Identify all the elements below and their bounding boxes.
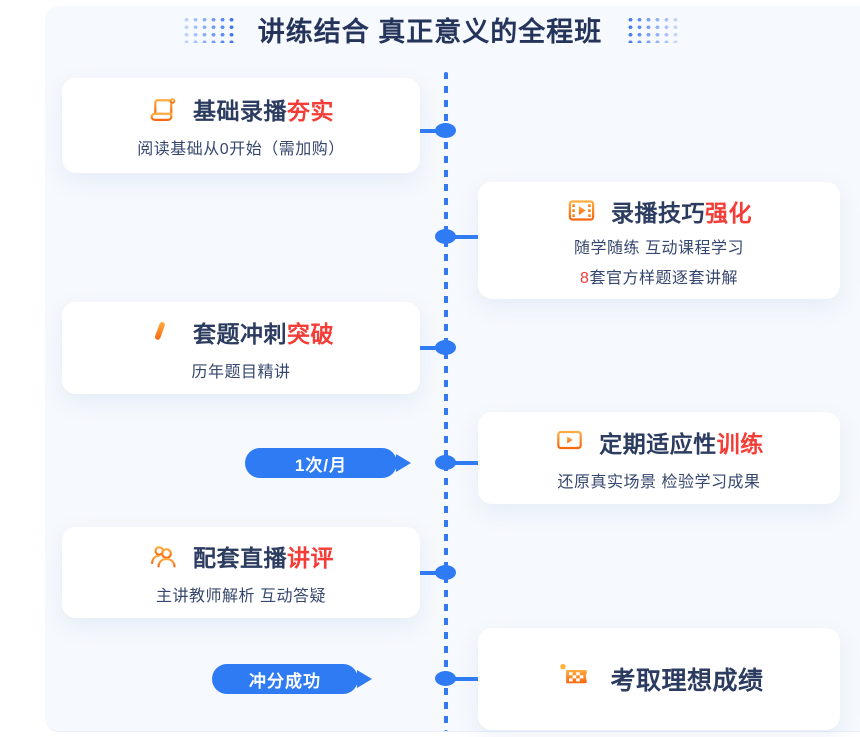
step-title-row: 定期适应性训练: [554, 425, 764, 459]
pen-list-icon: [148, 316, 179, 347]
subtitle-rest: 套官方样题逐套讲解: [589, 269, 738, 287]
step-title-accent: 夯实: [287, 98, 334, 124]
step-title: 考取理想成绩: [610, 661, 763, 697]
connector-step-6: [450, 677, 480, 681]
step-title-row: 录播技巧强化: [566, 194, 752, 228]
step-title-row: 配套直播讲评: [148, 539, 334, 573]
step-title-main: 配套直播: [193, 545, 287, 571]
step-subtitle: 主讲教师解析 互动答疑: [156, 588, 326, 605]
success-badge: 冲分成功: [212, 664, 358, 694]
step-title-accent: 训练: [716, 430, 764, 457]
step-card-recording-skills: 录播技巧强化 随学随练 互动课程学习 8套官方样题逐套讲解: [478, 182, 840, 299]
step-subtitle: 随学随练 互动课程学习: [574, 239, 744, 257]
step-title-main: 套题冲刺: [193, 320, 287, 347]
step-title-accent: 强化: [705, 199, 752, 226]
header: 讲练结合 真正意义的全程班: [0, 10, 860, 49]
timeline-dashed-line: [444, 72, 448, 731]
timeline-node-6: [435, 671, 456, 686]
step-card-ideal-score: 考取理想成绩: [478, 628, 840, 730]
step-title-row: 基础录播夯实: [148, 92, 334, 126]
connector-step-4: [450, 461, 480, 465]
step-card-basic-recording: 基础录播夯实 阅读基础从0开始（需加购）: [62, 78, 420, 173]
step-title-main: 录播技巧: [611, 199, 705, 226]
connector-step-5: [413, 571, 441, 575]
step-subtitle: 阅读基础从0开始（需加购）: [137, 141, 345, 158]
step-title-row: 考取理想成绩: [554, 660, 763, 698]
step-title-accent: 讲评: [287, 545, 334, 571]
step-title-row: 套题冲刺突破: [148, 315, 334, 349]
checkered-flag-icon: [554, 660, 592, 698]
step-title: 录播技巧强化: [611, 194, 752, 228]
film-play-icon: [566, 195, 597, 226]
step-title: 套题冲刺突破: [193, 315, 334, 349]
connector-step-3: [413, 346, 441, 350]
people-icon: [148, 541, 179, 572]
step-title-main: 基础录播: [193, 98, 287, 124]
step-subtitle-line2: 8套官方样题逐套讲解: [580, 264, 738, 288]
page-title: 讲练结合 真正意义的全程班: [257, 17, 603, 47]
timeline-node-4: [435, 455, 456, 470]
dots-decoration-right-icon: [626, 16, 679, 43]
step-card-adaptive-training: 定期适应性训练 还原真实场景 检验学习成果: [478, 412, 840, 504]
timeline-node-1: [435, 123, 456, 138]
step-title: 定期适应性训练: [599, 425, 764, 459]
step-subtitle: 还原真实场景 检验学习成果: [557, 473, 761, 491]
step-title-main: 考取理想成绩: [610, 667, 764, 695]
step-card-mock-sets: 套题冲刺突破 历年题目精讲: [62, 302, 420, 394]
step-title-main: 定期适应性: [599, 430, 717, 457]
monitor-play-icon: [554, 426, 585, 457]
subtitle-accent-number: 8: [580, 269, 590, 287]
timeline-node-3: [435, 340, 456, 355]
timeline-node-2: [435, 229, 456, 244]
frequency-badge: 1次/月: [245, 448, 397, 478]
step-title: 配套直播讲评: [193, 539, 334, 573]
step-title-accent: 突破: [287, 320, 334, 347]
timeline-node-5: [435, 565, 456, 580]
step-subtitle: 历年题目精讲: [191, 363, 291, 381]
step-title: 基础录播夯实: [193, 92, 334, 126]
scroll-icon: [148, 94, 179, 125]
connector-step-2: [450, 235, 480, 239]
step-card-live-review: 配套直播讲评 主讲教师解析 互动答疑: [62, 527, 420, 618]
dots-decoration-left-icon: [181, 16, 234, 43]
connector-step-1: [413, 129, 441, 133]
